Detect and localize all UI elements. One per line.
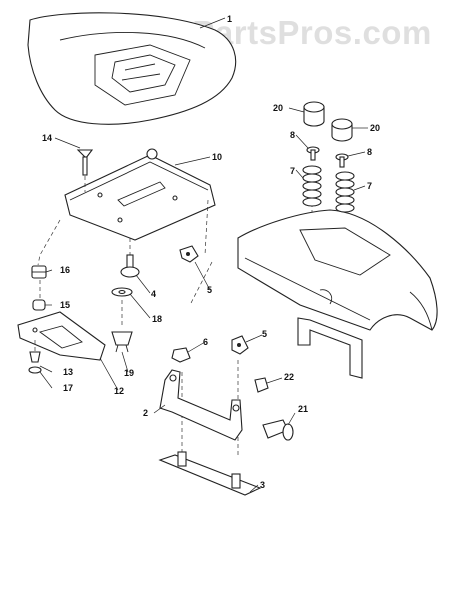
callout-18: 18	[152, 314, 162, 324]
bolt	[262, 419, 294, 441]
callout-7-right: 7	[367, 181, 372, 191]
pin	[29, 351, 41, 363]
spring-washer-right	[335, 153, 349, 168]
callout-3: 3	[260, 480, 265, 490]
callout-21: 21	[298, 404, 308, 414]
retainer-clip	[254, 377, 269, 393]
callout-1: 1	[227, 14, 232, 24]
callout-5-lower: 5	[262, 329, 267, 339]
callout-8-left: 8	[290, 130, 295, 140]
callout-13: 13	[63, 367, 73, 377]
adjust-knob	[120, 254, 140, 278]
callout-10: 10	[212, 152, 222, 162]
callout-4: 4	[151, 289, 156, 299]
fender-body	[237, 209, 438, 379]
spring-right	[335, 171, 355, 213]
spring-left	[302, 165, 322, 207]
hex-nut	[171, 347, 191, 363]
flange-nut	[111, 331, 133, 353]
washer	[111, 287, 133, 297]
bumper-right	[331, 118, 353, 142]
callout-22: 22	[284, 372, 294, 382]
callout-12: 12	[114, 386, 124, 396]
seat-mount-bracket	[64, 148, 216, 241]
base-plate	[158, 451, 262, 496]
pivot-plate	[17, 311, 106, 361]
clip-lower	[231, 335, 249, 355]
bushing	[31, 265, 47, 279]
callout-7-left: 7	[290, 166, 295, 176]
callouts: 1 2 3 4 5 5 6 7 7 8 8 10 12 13 14 15 16 …	[42, 14, 380, 490]
seat-adjust-bracket	[159, 369, 243, 441]
spring-washer-left	[306, 146, 320, 161]
callout-8-right: 8	[367, 147, 372, 157]
spacer	[32, 299, 46, 311]
callout-14: 14	[42, 133, 52, 143]
seat-bolt	[76, 149, 94, 176]
leader-lines	[39, 17, 368, 493]
callout-17: 17	[63, 383, 73, 393]
callout-20-right: 20	[370, 123, 380, 133]
callout-5-upper: 5	[207, 285, 212, 295]
lock-washer	[28, 366, 42, 374]
bumper-left	[303, 101, 325, 127]
callout-16: 16	[60, 265, 70, 275]
callout-15: 15	[60, 300, 70, 310]
callout-2: 2	[143, 408, 148, 418]
seat	[27, 12, 237, 125]
callout-20-left: 20	[273, 103, 283, 113]
callout-19: 19	[124, 368, 134, 378]
callout-6: 6	[203, 337, 208, 347]
clip-upper	[179, 245, 199, 263]
